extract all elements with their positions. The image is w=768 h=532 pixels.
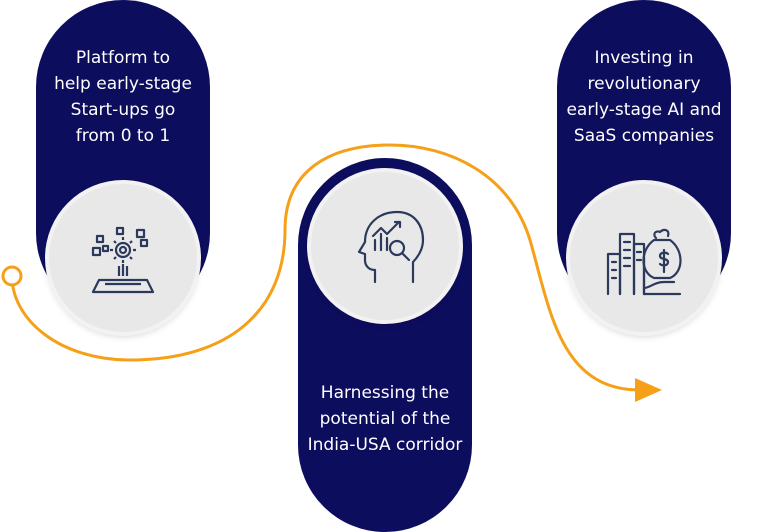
head-analytics-icon bbox=[357, 210, 425, 284]
city-money-bag-icon bbox=[606, 228, 682, 296]
path-start-dot bbox=[1, 265, 23, 287]
path-arrowhead bbox=[635, 378, 662, 402]
step-1-icon-circle bbox=[49, 184, 197, 332]
step-2-icon-circle bbox=[311, 172, 459, 320]
step-3-icon-circle bbox=[570, 184, 718, 332]
platform-gear-icon bbox=[91, 226, 155, 294]
